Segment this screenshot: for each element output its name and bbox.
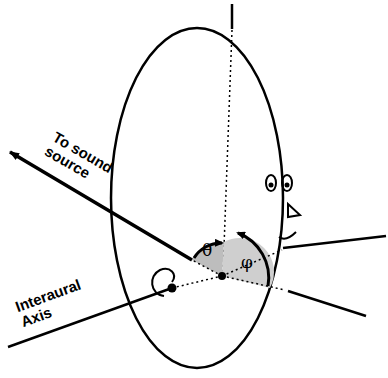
vertical-axis — [231, 4, 234, 29]
interaural-axis-dotted — [222, 250, 282, 276]
forward-axis — [288, 291, 366, 316]
interaural-axis-dotted — [172, 276, 222, 288]
nose — [288, 204, 300, 217]
eye — [282, 175, 292, 191]
pupil — [269, 183, 274, 188]
direction-label: To sound source — [42, 129, 137, 202]
ear — [152, 269, 174, 296]
theta-wedge — [192, 242, 224, 276]
axis-label: Interaural Axis — [13, 270, 106, 330]
mouth — [279, 232, 296, 239]
center-dot — [218, 272, 226, 280]
source-dotted — [192, 260, 222, 276]
phi-arc — [238, 233, 269, 286]
pupil — [285, 183, 290, 188]
forward-axis-dotted — [222, 276, 285, 290]
angle-label: θ — [198, 242, 216, 260]
ear-dot — [168, 284, 177, 293]
angle-label: φ — [238, 254, 256, 272]
vertical-axis-dotted — [223, 30, 232, 274]
head-outline — [111, 28, 283, 368]
eye — [266, 175, 276, 191]
interaural-axis-right — [283, 236, 386, 248]
